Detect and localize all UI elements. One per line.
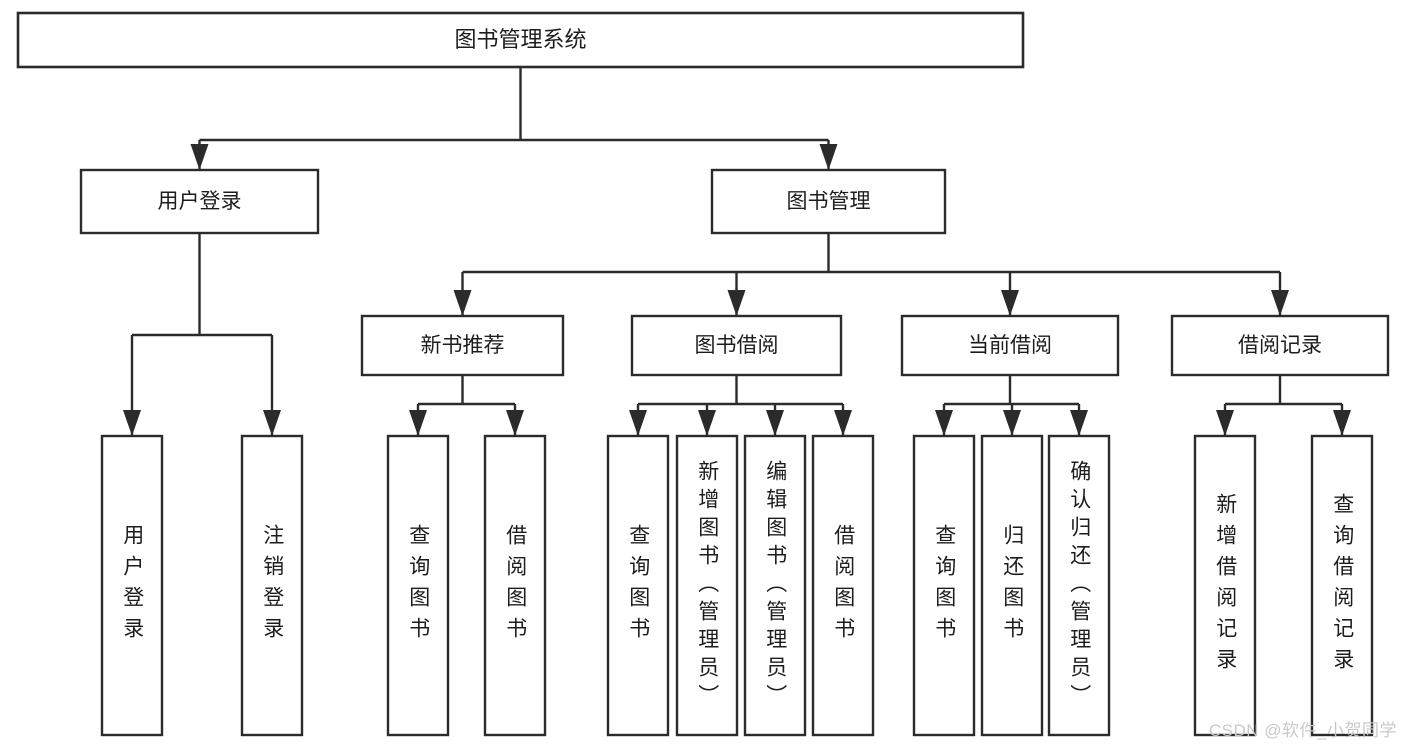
node-box-user-login[interactable]	[79, 168, 320, 235]
arrow-to-leaf-query-book-1	[409, 410, 427, 436]
node-box-leaf-borrow-book-1[interactable]	[483, 434, 547, 737]
node-label-user-login: 用户登录	[158, 190, 242, 213]
arrow-to-leaf-user-login	[123, 410, 141, 436]
node-label-book-manage: 图书管理	[787, 190, 871, 213]
node-box-leaf-query-book-2[interactable]	[606, 434, 670, 737]
node-box-leaf-query-book-1[interactable]	[386, 434, 450, 737]
arrow-to-new-book-rec	[453, 290, 472, 316]
node-box-leaf-return-book[interactable]	[980, 434, 1044, 737]
node-box-leaf-user-login[interactable]	[100, 434, 164, 737]
node-box-root[interactable]	[16, 11, 1025, 69]
arrow-to-leaf-borrow-book-1	[506, 410, 524, 436]
node-box-leaf-add-record[interactable]	[1193, 434, 1257, 737]
arrow-to-borrow-record	[1271, 290, 1289, 316]
arrow-to-leaf-confirm-return	[1070, 410, 1088, 436]
node-box-leaf-query-book-3[interactable]	[912, 434, 976, 737]
arrow-to-current-borrow	[1001, 290, 1019, 316]
arrow-to-leaf-add-book	[698, 410, 716, 436]
arrow-to-book-manage	[819, 144, 838, 170]
arrow-to-leaf-user-logout	[263, 410, 281, 436]
node-label-current-borrow: 当前借阅	[968, 334, 1052, 357]
node-box-leaf-borrow-book-2[interactable]	[811, 434, 875, 737]
arrow-to-leaf-query-record	[1333, 410, 1351, 436]
node-label-borrow-record: 借阅记录	[1238, 334, 1322, 357]
arrow-to-leaf-return-book	[1003, 410, 1021, 436]
arrow-to-user-login	[190, 144, 209, 170]
node-box-leaf-add-book[interactable]	[675, 434, 739, 737]
arrow-to-leaf-query-book-3	[935, 410, 953, 436]
node-box-leaf-confirm-return[interactable]	[1047, 434, 1111, 737]
arrow-to-leaf-borrow-book-2	[834, 410, 852, 436]
node-box-borrow-record[interactable]	[1170, 314, 1390, 377]
node-box-book-borrow[interactable]	[630, 314, 843, 377]
arrow-to-book-borrow	[727, 290, 746, 316]
arrow-to-leaf-edit-book	[766, 410, 784, 436]
node-label-new-book-rec: 新书推荐	[421, 334, 505, 357]
node-label-book-borrow: 图书借阅	[695, 334, 779, 357]
node-box-new-book-rec[interactable]	[360, 314, 565, 377]
arrow-to-leaf-query-book-2	[629, 410, 647, 436]
edges-layer	[123, 67, 1351, 436]
node-box-current-borrow[interactable]	[900, 314, 1120, 377]
node-box-leaf-user-logout[interactable]	[240, 434, 304, 737]
arrow-to-leaf-add-record	[1216, 410, 1234, 436]
node-box-book-manage[interactable]	[710, 168, 947, 235]
node-label-root: 图书管理系统	[454, 27, 586, 52]
watermark: CSDN @软件_小贺同学	[1208, 721, 1397, 740]
node-box-leaf-query-record[interactable]	[1310, 434, 1374, 737]
node-box-leaf-edit-book[interactable]	[743, 434, 807, 737]
